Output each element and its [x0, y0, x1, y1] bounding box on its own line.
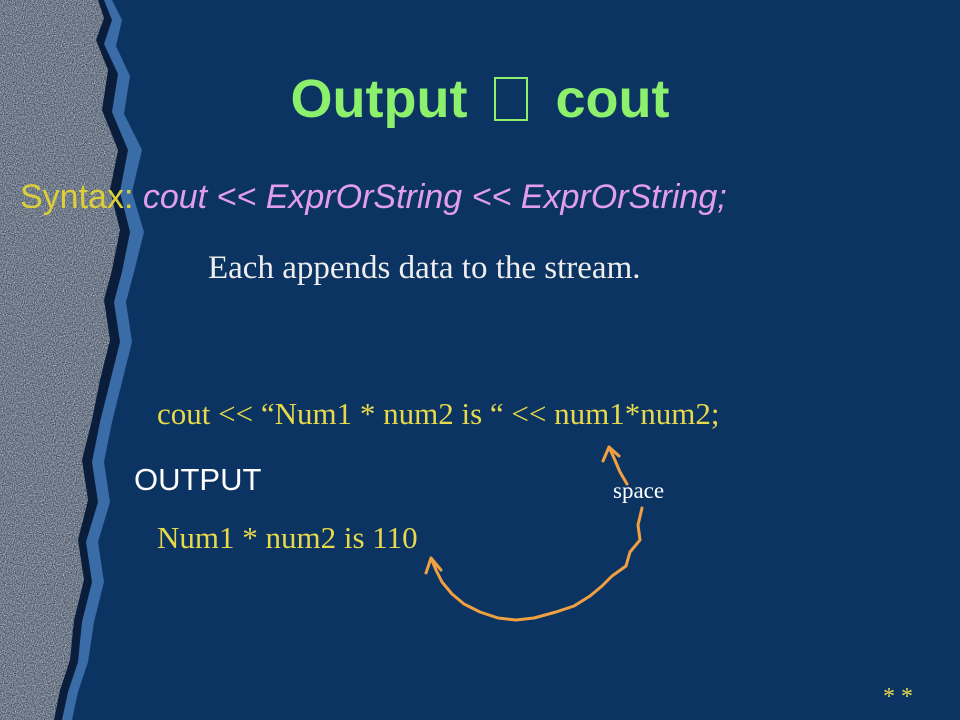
code-example: cout << “Num1 * num2 is “ << num1*num2; [157, 396, 720, 431]
append-note: Each appends data to the stream. [208, 250, 641, 286]
slide-title: Output cout [0, 68, 960, 130]
space-note: space [613, 478, 665, 503]
title-output-text: Output [290, 69, 468, 129]
syntax-label: Syntax: [20, 178, 134, 216]
title-cout-text: cout [555, 69, 670, 129]
missing-glyph-icon [494, 77, 529, 121]
output-result: Num1 * num2 is 110 [157, 520, 418, 555]
space-pointer-arrow [607, 445, 629, 486]
syntax-line: Syntax: cout << ExprOrString << ExprOrSt… [20, 178, 727, 217]
granite-edge-decoration [0, 0, 144, 720]
footer-marks: * * [883, 684, 913, 710]
curved-arrowhead [424, 556, 443, 575]
space-pointer-arrowhead [601, 445, 621, 463]
output-label: OUTPUT [134, 462, 262, 497]
curved-arrow [429, 506, 644, 622]
syntax-expression: cout << ExprOrString << ExprOrString; [142, 178, 727, 216]
